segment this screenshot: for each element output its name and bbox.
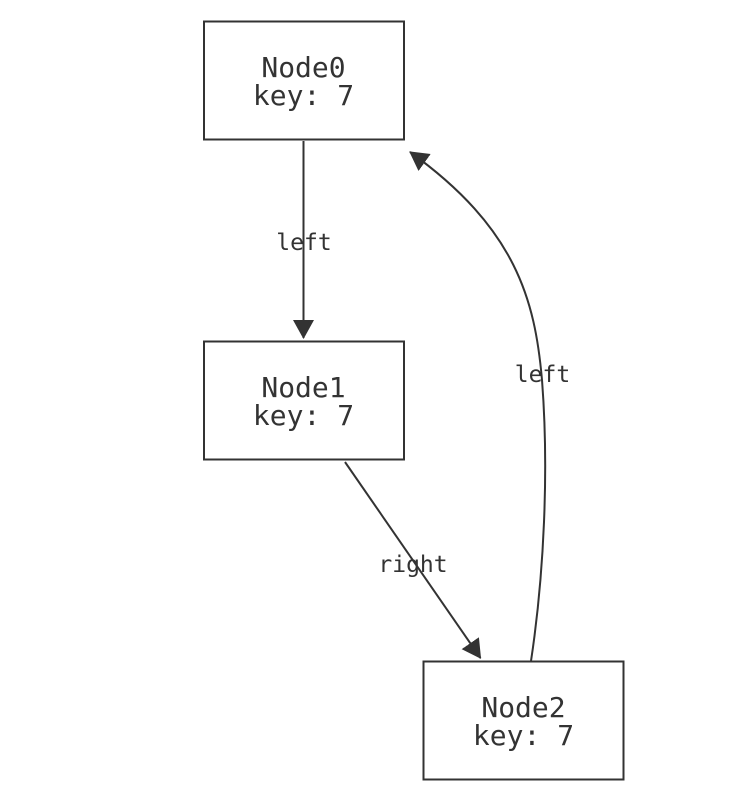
node0-key: key: 7 [253, 79, 354, 112]
node1-title: Node1 [261, 371, 345, 404]
edge-label-left-0: left [276, 230, 331, 256]
node1-box [203, 340, 405, 461]
edges-layer [293, 141, 547, 662]
edge-node2-left-node0 [409, 151, 547, 662]
node-node0: Node0 key: 7 [203, 20, 405, 141]
node0-box [203, 20, 405, 141]
edge-label-left-2: left [515, 362, 570, 388]
node0-title: Node0 [261, 51, 345, 84]
edge-labels-layer: left right left [276, 230, 570, 578]
node-node2: Node2 key: 7 [422, 660, 625, 781]
node2-box [422, 660, 625, 781]
edge-node1-right-node2 [344, 461, 482, 659]
edge-label-right: right [378, 552, 447, 578]
node2-key: key: 7 [473, 719, 574, 752]
node2-title: Node2 [481, 691, 565, 724]
node1-key: key: 7 [253, 399, 354, 432]
node-node1: Node1 key: 7 [203, 340, 405, 461]
